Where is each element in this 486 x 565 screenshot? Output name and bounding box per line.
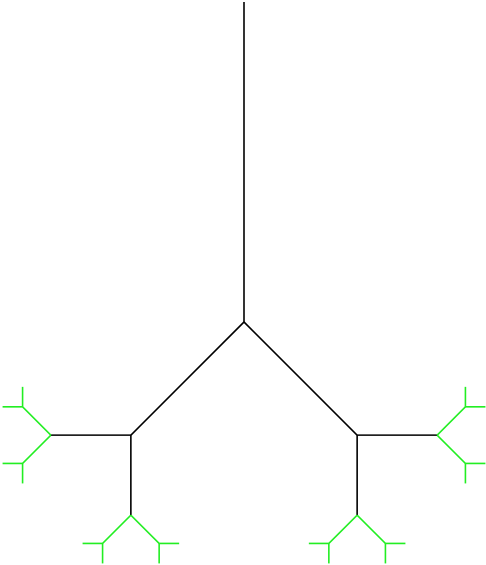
branch-line-28 (436, 406, 466, 436)
branch-line-21 (356, 514, 386, 544)
branch-line-25 (436, 434, 466, 464)
branch-line-13 (130, 514, 160, 544)
branch-line-1 (130, 321, 245, 436)
branch-line-10 (102, 514, 132, 544)
branch-line-16 (243, 321, 358, 436)
branch-line-3 (22, 406, 52, 436)
branch-line-6 (22, 434, 52, 464)
branch-line-18 (328, 514, 358, 544)
